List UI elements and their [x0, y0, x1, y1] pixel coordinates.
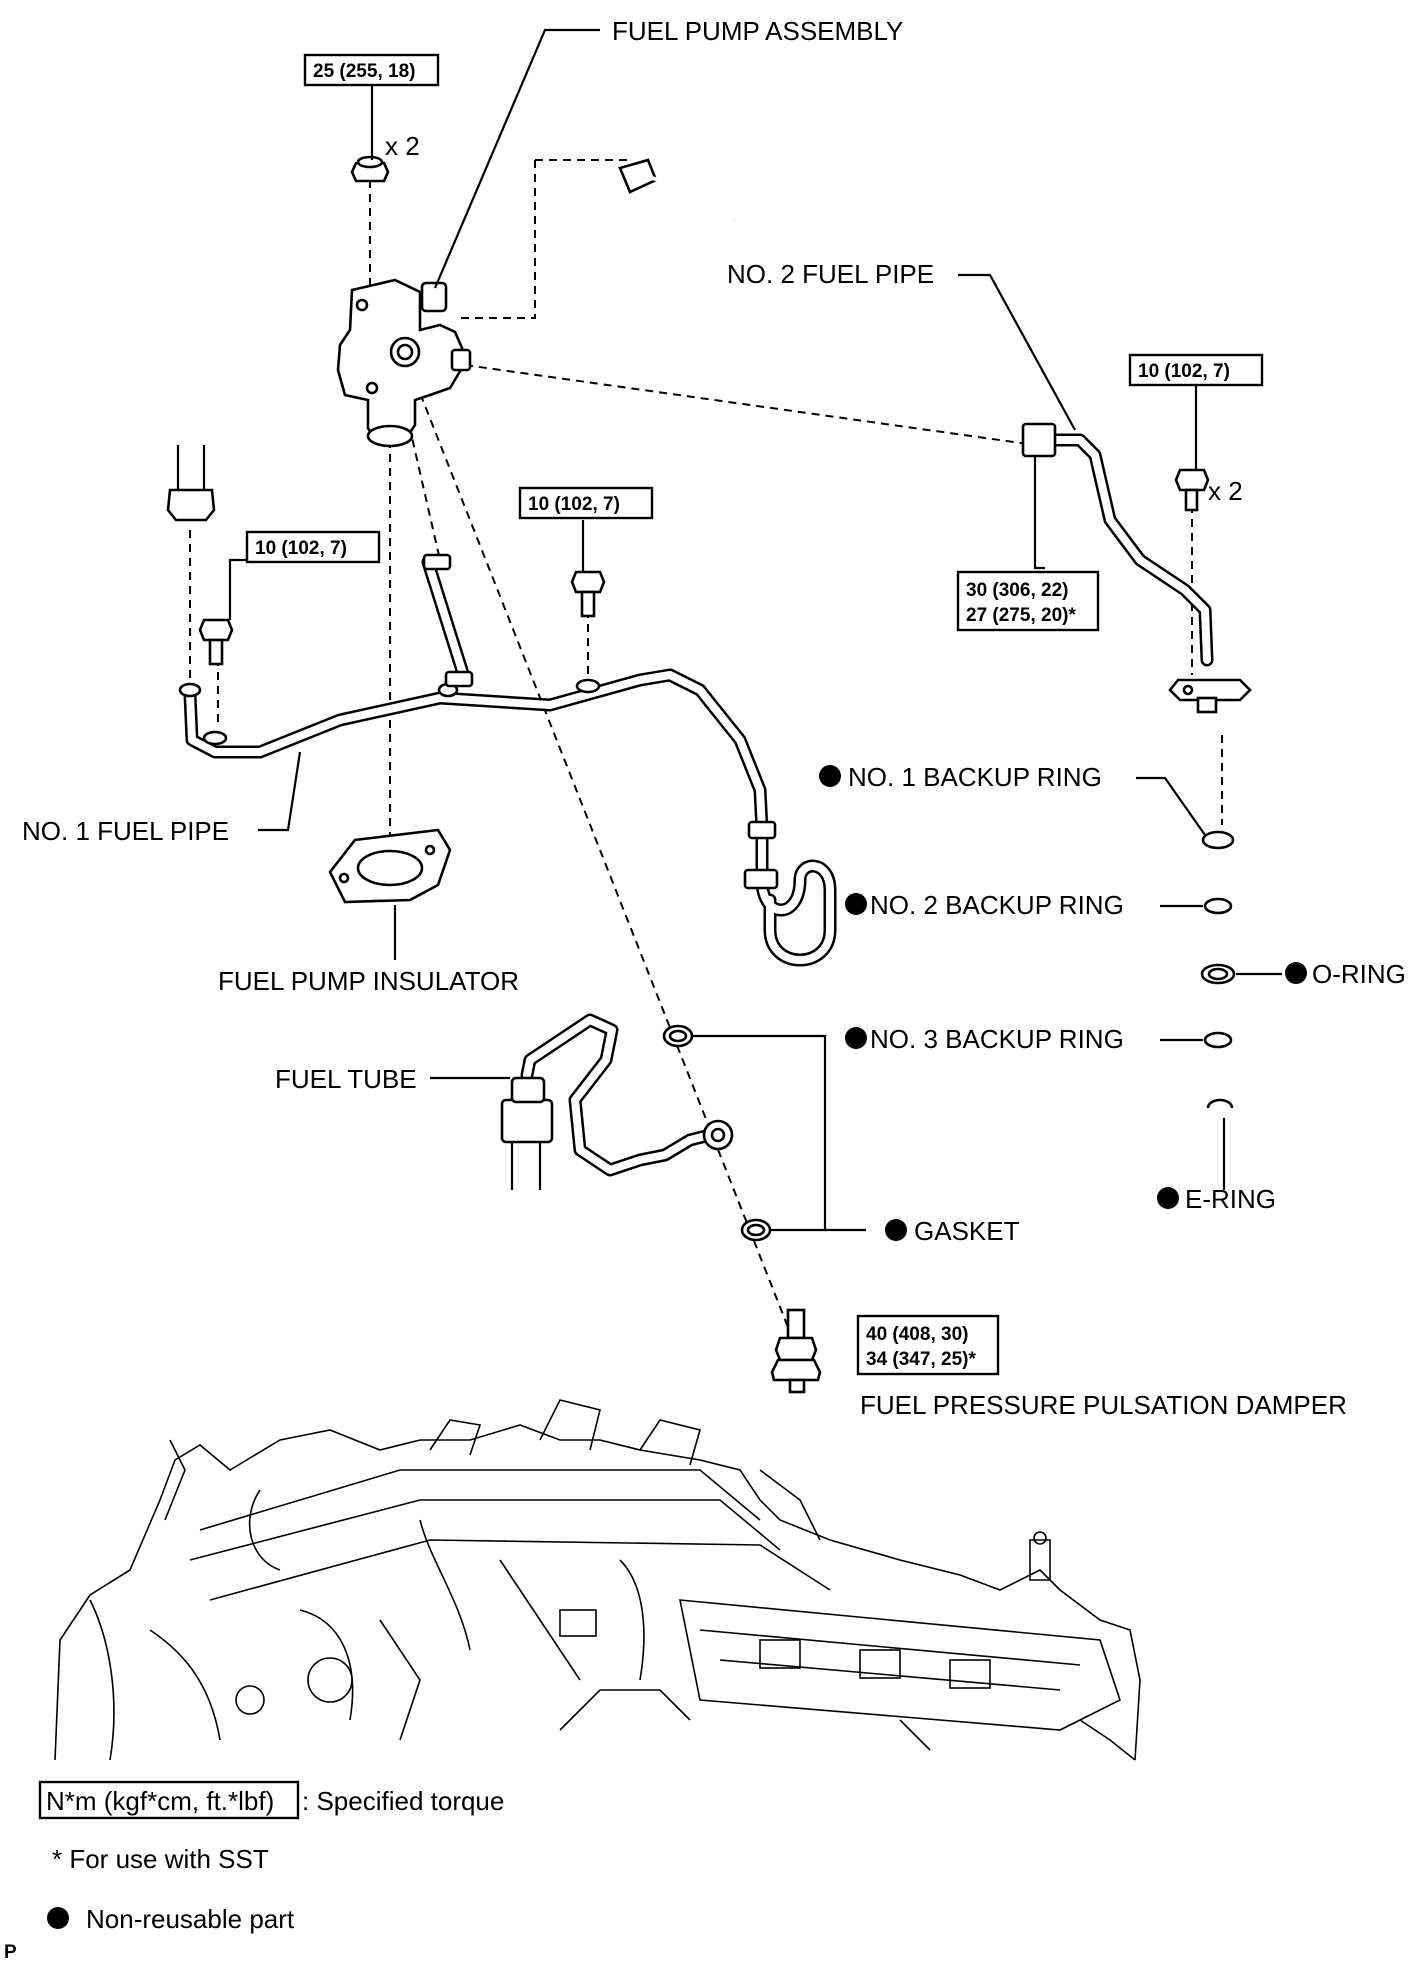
torque-pump-nut: 25 (255, 18) — [313, 61, 415, 82]
legend-sst-note: * For use with SST — [52, 1844, 269, 1874]
label-no1-backup-ring: NO. 1 BACKUP RING — [848, 762, 1102, 792]
pipe1-bolt-center — [570, 570, 606, 618]
label-no3-backup-ring: NO. 3 BACKUP RING — [870, 1024, 1124, 1054]
legend-torque-box-text: N*m (kgf*cm, ft.*lbf) — [46, 1786, 274, 1816]
legend: N*m (kgf*cm, ft.*lbf) : Specified torque… — [38, 1780, 504, 1934]
torque-damper-1: 40 (408, 30) — [866, 1324, 968, 1345]
legend-torque-box — [38, 1780, 300, 1820]
label-no2-fuel-pipe: NO. 2 FUEL PIPE — [727, 259, 934, 289]
label-o-ring: O-RING — [1312, 959, 1406, 989]
torque-box-pump-nut: 25 (255, 18) — [303, 53, 440, 87]
nonreusable-dot-no1-backup — [819, 765, 841, 787]
nonreusable-dot-no2-backup — [845, 893, 867, 915]
no2-fuel-pipe — [1021, 422, 1252, 714]
fuel-pump-assembly — [336, 278, 472, 448]
leader-lines — [228, 28, 1282, 1232]
upper-gasket — [662, 1024, 694, 1048]
torque-union-2: 27 (275, 20)* — [966, 605, 1076, 626]
label-e-ring: E-RING — [1185, 1184, 1276, 1214]
ring-stack — [1200, 830, 1236, 1109]
nonreusable-dot-o-ring — [1285, 962, 1307, 984]
inlet-pipe-segment — [421, 553, 474, 688]
alignment-lines — [189, 159, 1223, 1346]
torque-box-damper: 40 (408, 30) 34 (347, 25)* — [856, 1314, 1000, 1376]
engine-outline — [54, 1399, 1141, 1761]
fuel-tube-part — [500, 1013, 734, 1190]
pump-nut — [350, 155, 390, 183]
qty-pump-nut: x 2 — [385, 131, 420, 161]
pump-connector — [618, 158, 737, 222]
torque-box-pipe1-left: 10 (102, 7) — [245, 530, 381, 564]
torque-pipe1-center: 10 (102, 7) — [528, 494, 620, 515]
nonreusable-dot-no3-backup — [845, 1027, 867, 1049]
no1-backup-ring-part — [1201, 830, 1235, 850]
torque-box-union: 30 (306, 22) 27 (275, 20)* — [956, 570, 1100, 632]
e-ring-part — [1206, 1098, 1234, 1109]
left-tube — [166, 445, 216, 522]
torque-box-pipe2-bolt: 10 (102, 7) — [1128, 353, 1264, 387]
torque-box-pipe1-center: 10 (102, 7) — [518, 486, 654, 520]
torque-pipe2-bolt: 10 (102, 7) — [1138, 361, 1230, 382]
torque-pipe1-left: 10 (102, 7) — [255, 538, 347, 559]
no3-backup-ring-part — [1203, 1031, 1233, 1049]
no1-fuel-pipe — [178, 668, 837, 967]
nonreusable-dot-gasket — [885, 1219, 907, 1241]
label-fuel-tube: FUEL TUBE — [275, 1064, 417, 1094]
label-fuel-pump-assembly: FUEL PUMP ASSEMBLY — [612, 16, 903, 46]
label-no1-fuel-pipe: NO. 1 FUEL PIPE — [22, 816, 229, 846]
lower-gasket — [740, 1218, 772, 1242]
pipe1-bolt-left — [198, 618, 234, 666]
no2-backup-ring-part — [1203, 897, 1233, 915]
torque-union-1: 30 (306, 22) — [966, 580, 1068, 601]
pipe2-bolt — [1174, 468, 1210, 512]
label-fuel-pump-insulator: FUEL PUMP INSULATOR — [218, 966, 519, 996]
torque-damper-2: 34 (347, 25)* — [866, 1349, 976, 1370]
nonreusable-dot-e-ring — [1157, 1187, 1179, 1209]
qty-pipe2-bolt: x 2 — [1208, 476, 1243, 506]
legend-torque-text: : Specified torque — [302, 1786, 504, 1816]
legend-nonreusable-dot — [47, 1907, 69, 1929]
label-no2-backup-ring: NO. 2 BACKUP RING — [870, 890, 1124, 920]
pulsation-damper — [770, 1308, 822, 1394]
legend-nonreusable-text: Non-reusable part — [86, 1904, 295, 1934]
label-fuel-pressure-pulsation-damper: FUEL PRESSURE PULSATION DAMPER — [860, 1390, 1347, 1420]
label-gasket: GASKET — [914, 1216, 1020, 1246]
fuel-pump-insulator — [328, 828, 452, 904]
figure-code: P — [4, 1942, 17, 1963]
